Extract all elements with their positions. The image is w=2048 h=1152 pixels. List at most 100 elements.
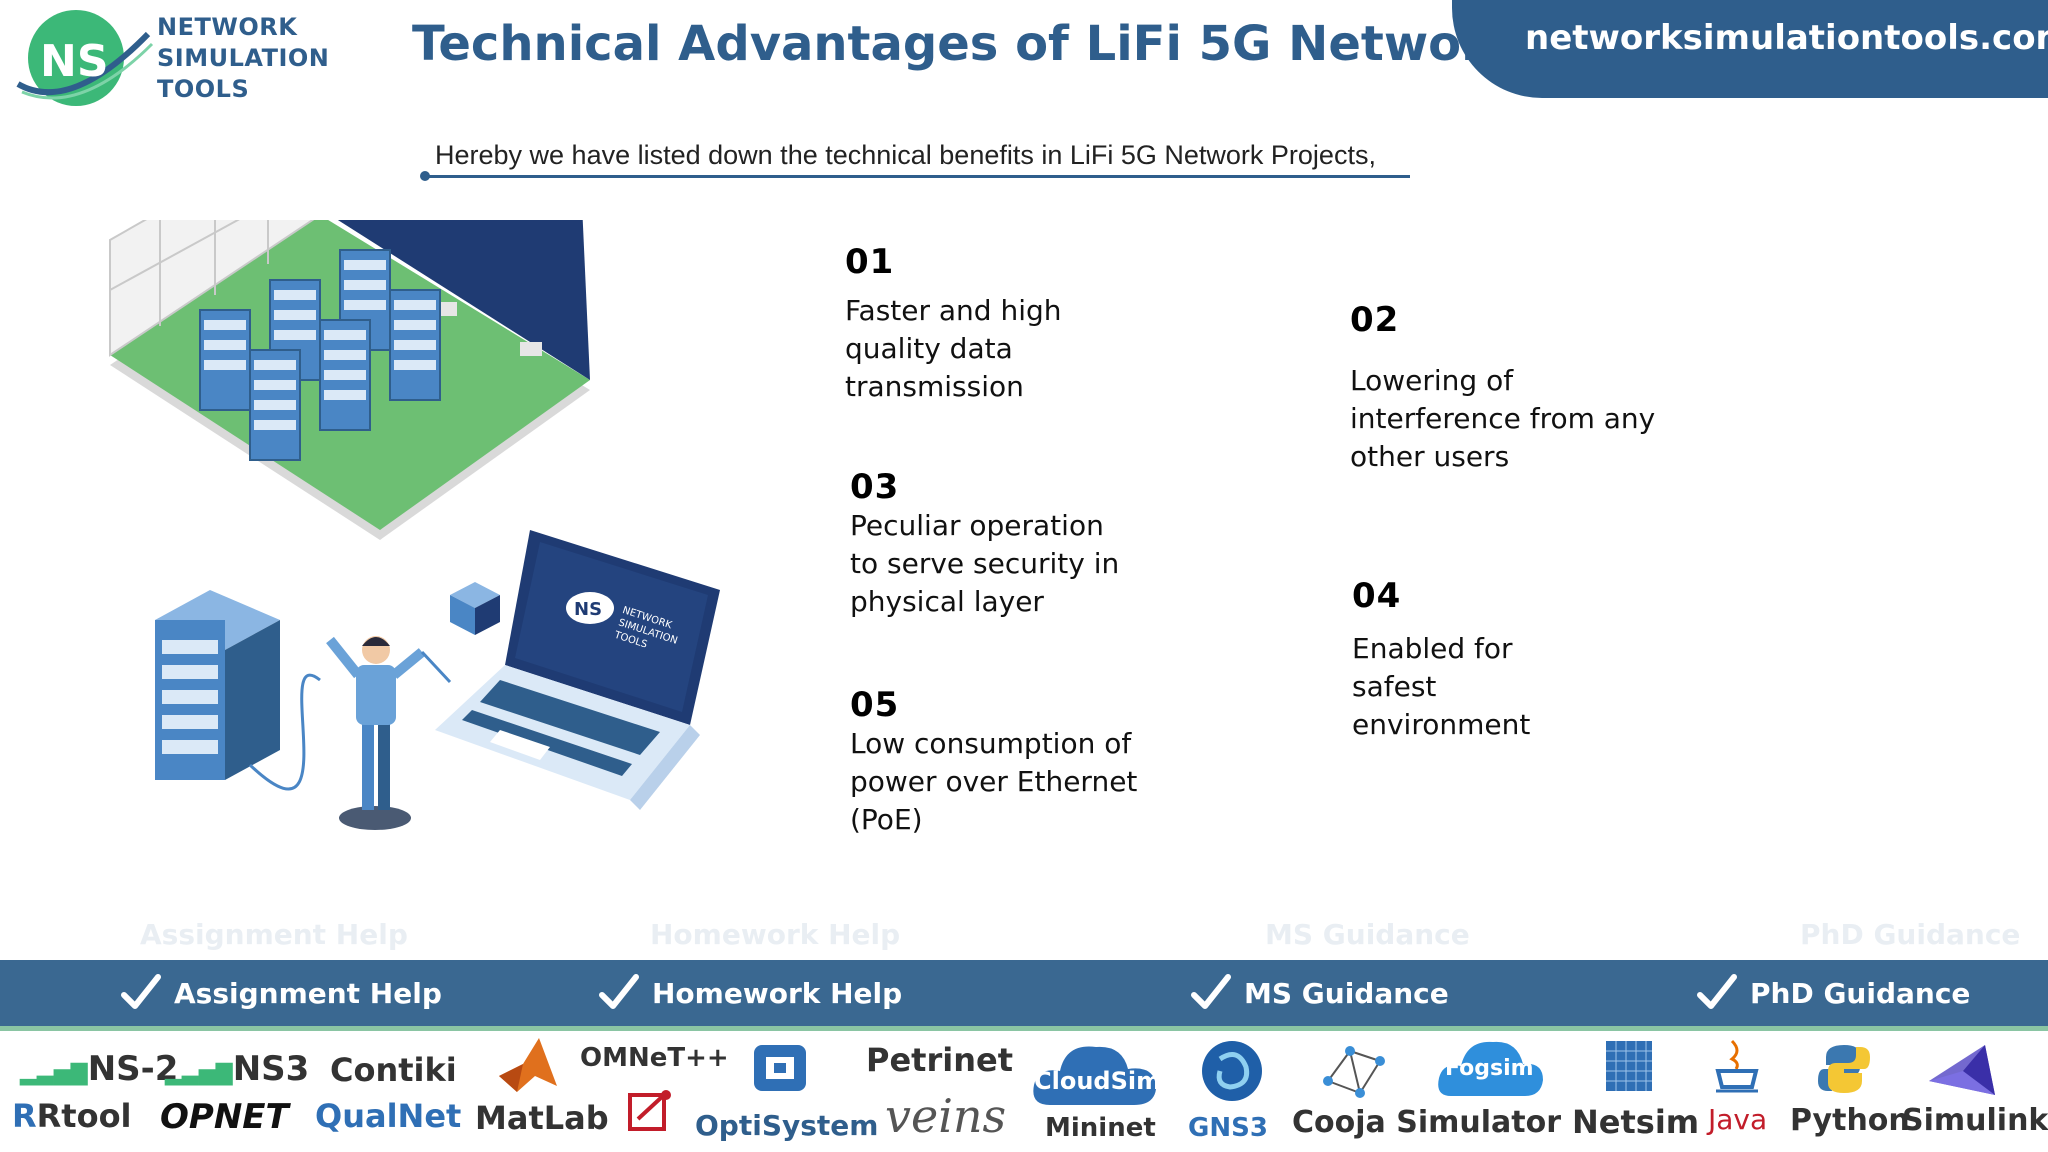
brand-logo: NS NETWORK SIMULATION TOOLS	[10, 4, 340, 108]
benefit-line: quality data	[845, 332, 1013, 365]
benefit-number: 04	[1352, 576, 1402, 616]
benefit-02: 02 Lowering of interference from any oth…	[1350, 300, 1655, 476]
benefit-number: 03	[850, 467, 900, 507]
tool-matlab-logo: MatLab	[475, 1099, 609, 1137]
optisystem-icon	[752, 1043, 808, 1097]
benefit-line: environment	[1352, 708, 1531, 741]
signal-bars-icon: ▂▃▅▇	[20, 1061, 88, 1086]
benefit-line: Enabled for	[1352, 632, 1513, 665]
benefit-line: physical layer	[850, 585, 1044, 618]
tool-veins-logo: veins	[885, 1089, 1007, 1143]
reflection-text: PhD Guidance	[1800, 918, 2021, 951]
service-label: Homework Help	[652, 976, 903, 1010]
standalone-server	[155, 590, 280, 780]
reflection-text: MS Guidance	[1265, 918, 1470, 951]
laptop: NS NETWORK SIMULATION TOOLS	[435, 530, 720, 810]
laptop-logo-initials: NS	[574, 599, 602, 620]
tools-logo-strip: ▂▃▅▇NS-2 ▂▃▅▇NS3 Contiki OMNeT++ Petrine…	[0, 1031, 2048, 1152]
tool-opnet-logo: OPNET	[160, 1097, 289, 1137]
cooja-network-icon	[1320, 1041, 1390, 1105]
technician-figure	[326, 636, 452, 830]
benefit-line: interference from any	[1350, 402, 1656, 435]
benefit-03: 03 Peculiar operation to serve security …	[850, 467, 1119, 621]
check-icon	[121, 974, 161, 1009]
ns-logo-icon: NS	[16, 10, 154, 106]
benefit-text: Peculiar operation to serve security in …	[850, 507, 1119, 621]
tool-ns3-logo: ▂▃▅▇NS3	[165, 1049, 310, 1089]
benefit-number: 02	[1350, 300, 1400, 340]
tool-qualnet-logo: QualNet	[315, 1097, 462, 1135]
url-banner	[1452, 0, 2048, 98]
tool-python-logo: Python	[1790, 1103, 1910, 1138]
service-label: Assignment Help	[174, 976, 442, 1010]
benefit-text: Enabled for safest environment	[1352, 630, 1530, 744]
check-icon	[1191, 974, 1231, 1009]
benefit-text: Low consumption of power over Ethernet (…	[850, 725, 1137, 839]
benefit-line: Low consumption of	[850, 727, 1132, 760]
tool-petrinet-logo: Petrinet	[866, 1041, 1013, 1079]
services-ribbon: Assignment Help Homework Help MS Guidanc…	[0, 960, 2048, 1026]
netsim-icon	[1606, 1041, 1652, 1095]
page-subtitle: Hereby we have listed down the technical…	[435, 140, 1376, 170]
service-assignment-help[interactable]: Assignment Help	[118, 960, 442, 1026]
benefit-01: 01 Faster and high quality data transmis…	[845, 242, 1062, 406]
tool-rtool-logo: RRtool	[12, 1097, 132, 1135]
benefit-line: other users	[1350, 440, 1510, 473]
website-link[interactable]: networksimulationtools.com	[1525, 18, 2048, 58]
server-room-illustration: NS NETWORK SIMULATION TOOLS	[109, 220, 720, 830]
benefit-line: (PoE)	[850, 803, 923, 836]
tool-cloudsim-logo: CloudSim	[1030, 1039, 1161, 1113]
optisystem-small-icon	[628, 1089, 672, 1137]
simulink-icon	[1925, 1041, 1999, 1105]
benefit-05: 05 Low consumption of power over Etherne…	[850, 685, 1137, 839]
server-rack-group	[199, 249, 441, 461]
tool-fogsim-logo: Fogsim	[1435, 1036, 1545, 1104]
cube-device	[450, 582, 500, 635]
benefit-line: to serve security in	[850, 547, 1120, 580]
subtitle-underline	[425, 175, 1410, 178]
reflection-text: Homework Help	[650, 918, 901, 951]
benefit-line: safest	[1352, 670, 1437, 703]
service-label: MS Guidance	[1244, 976, 1449, 1010]
benefit-line: Lowering of	[1350, 364, 1514, 397]
service-ms-guidance[interactable]: MS Guidance	[1188, 960, 1449, 1026]
service-label: PhD Guidance	[1750, 976, 1971, 1010]
benefit-line: Peculiar operation	[850, 509, 1104, 542]
java-cup-icon	[1712, 1037, 1762, 1099]
signal-bars-icon: ▂▃▅▇	[165, 1061, 233, 1086]
tool-gns3-logo: GNS3	[1188, 1113, 1268, 1143]
logo-wordmark: NETWORK SIMULATION TOOLS	[157, 12, 329, 105]
python-icon	[1818, 1043, 1870, 1099]
ribbon-reflection: Assignment Help Homework Help MS Guidanc…	[0, 918, 2048, 958]
logo-initials: NS	[40, 36, 109, 87]
tool-ns2-logo: ▂▃▅▇NS-2	[20, 1049, 179, 1089]
tool-java-logo: Java	[1708, 1103, 1768, 1136]
tool-mininet-logo: Mininet	[1045, 1113, 1156, 1143]
benefit-line: transmission	[845, 370, 1024, 403]
tool-simulink-logo: Simulink	[1902, 1103, 2048, 1138]
tool-optisystem-logo: OptiSystem	[695, 1109, 879, 1142]
logo-line: TOOLS	[157, 75, 250, 103]
benefit-text: Faster and high quality data transmissio…	[845, 292, 1062, 406]
ribbon-accent-line	[0, 1026, 2048, 1031]
service-phd-guidance[interactable]: PhD Guidance	[1694, 960, 1970, 1026]
benefit-number: 01	[845, 242, 895, 282]
reflection-text: Assignment Help	[140, 918, 408, 951]
matlab-icon	[495, 1036, 559, 1098]
benefit-number: 05	[850, 685, 900, 725]
tool-omnet-logo: OMNeT++	[580, 1043, 729, 1073]
tool-contiki-logo: Contiki	[330, 1051, 457, 1089]
check-icon	[1697, 974, 1737, 1009]
service-homework-help[interactable]: Homework Help	[596, 960, 902, 1026]
logo-line: SIMULATION	[157, 44, 330, 72]
tool-netsim-logo: Netsim	[1572, 1103, 1700, 1141]
page-title: Technical Advantages of LiFi 5G Networks	[412, 16, 1546, 72]
r-icon: R	[12, 1097, 37, 1135]
benefit-line: Faster and high	[845, 294, 1062, 327]
logo-line: NETWORK	[157, 13, 298, 41]
benefit-04: 04 Enabled for safest environment	[1352, 576, 1530, 744]
check-icon	[599, 974, 639, 1009]
gns3-icon	[1198, 1037, 1268, 1111]
tool-cooja-logo: Cooja Simulator	[1292, 1105, 1561, 1140]
benefit-text: Lowering of interference from any other …	[1350, 362, 1655, 476]
